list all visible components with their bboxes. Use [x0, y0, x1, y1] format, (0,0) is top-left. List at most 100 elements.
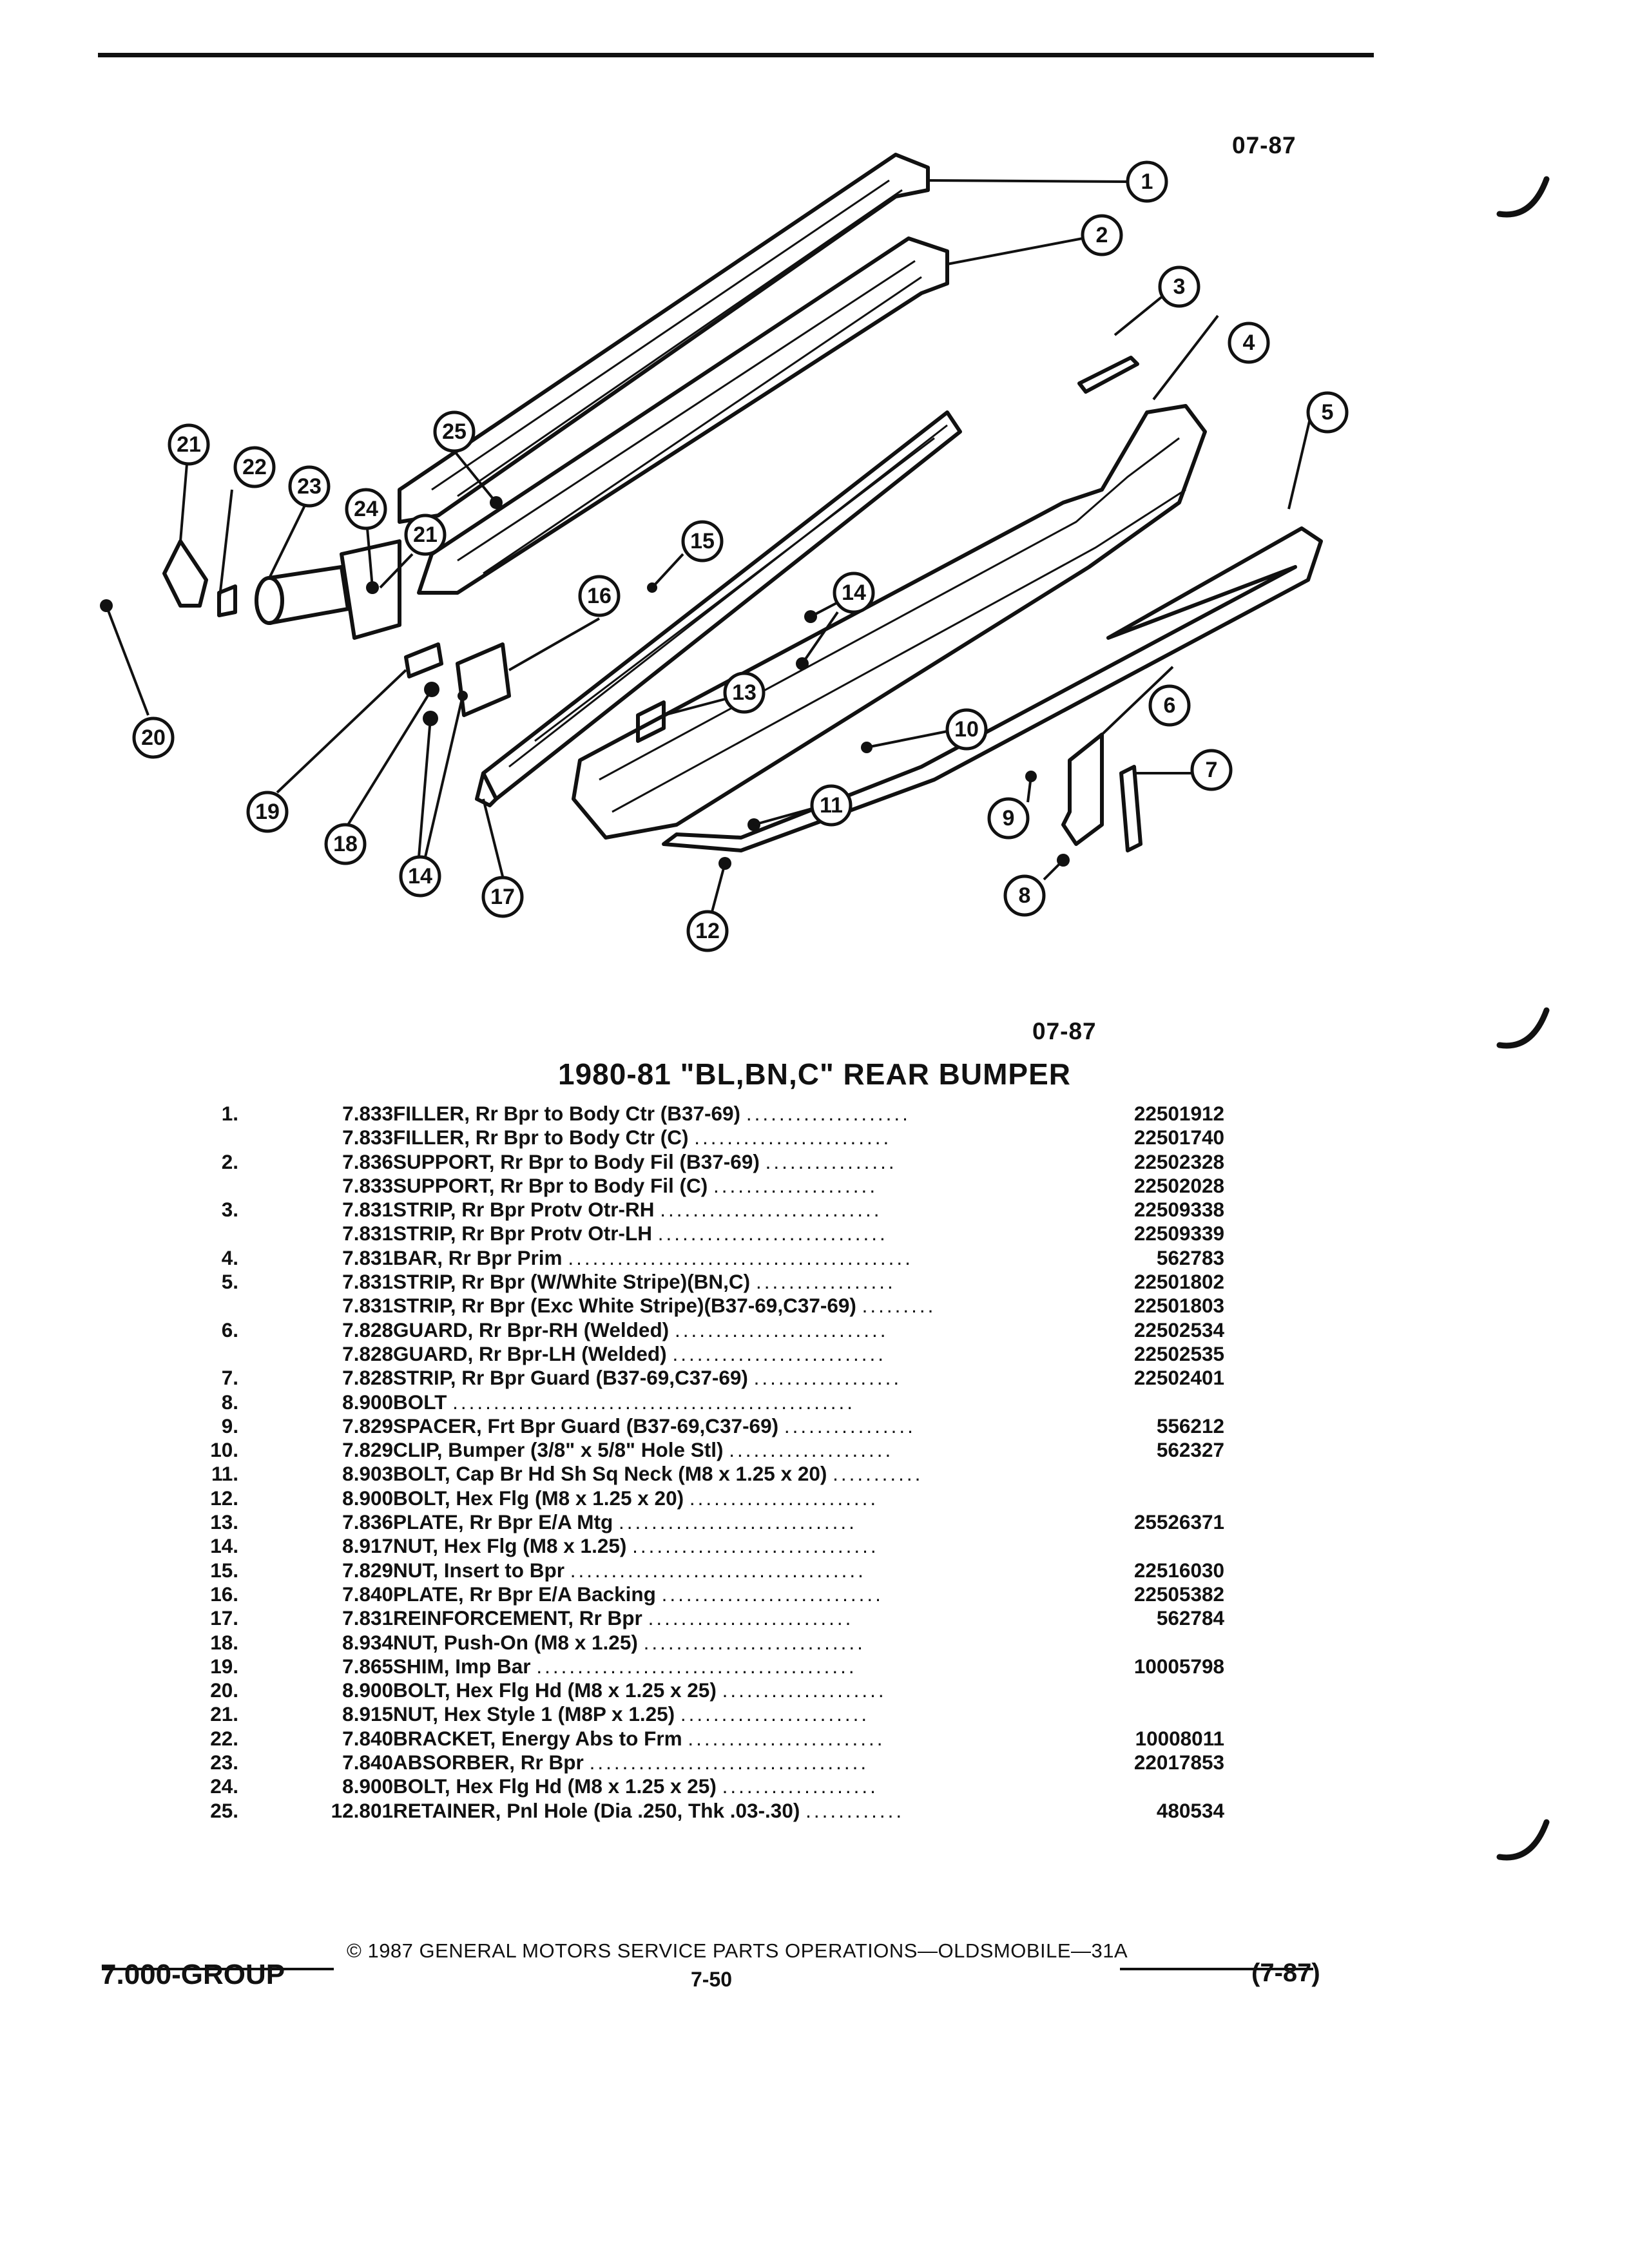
callout-10: 10 — [945, 708, 988, 751]
group-number: 8.934 — [342, 1630, 393, 1654]
part-name: STRIP, — [393, 1294, 456, 1318]
svg-text:6: 6 — [1164, 693, 1176, 718]
callout-14b: 14 — [399, 855, 441, 898]
part-number — [1095, 1462, 1224, 1486]
group-number: 12.801 — [331, 1798, 393, 1822]
callout-2: 2 — [1081, 214, 1123, 256]
item-number: 7. — [221, 1366, 238, 1390]
part-name: BRACKET, — [393, 1726, 496, 1750]
item-number: 1. — [221, 1102, 238, 1125]
group-number: 7.831 — [342, 1245, 393, 1269]
group-number: 7.840 — [342, 1726, 393, 1750]
part-number: 22501802 — [1133, 1270, 1224, 1294]
item-number: 8. — [221, 1390, 238, 1414]
group-number: 7.836 — [342, 1510, 393, 1534]
part-number: 10005798 — [1133, 1654, 1224, 1678]
group-number: 7.836 — [342, 1149, 393, 1173]
callout-19: 19 — [246, 791, 289, 833]
mtg-plate-part — [636, 700, 666, 743]
part-description: REINFORCEMENT, Rr Bpr ..................… — [393, 1606, 1095, 1630]
leader-dots: .......................... — [674, 1318, 889, 1341]
callout-11: 11 — [810, 784, 853, 827]
group-number: 7.833 — [342, 1173, 393, 1197]
group-number: 7.833 — [342, 1102, 393, 1125]
leader-dots: ............ — [805, 1798, 905, 1822]
svg-text:12: 12 — [695, 919, 720, 943]
group-number: 7.829 — [342, 1414, 393, 1437]
callout-13: 13 — [723, 671, 766, 714]
part-name: BAR, — [393, 1245, 443, 1269]
part-description: RETAINER, Pnl Hole (Dia .250, Thk .03-.3… — [393, 1799, 1095, 1823]
leader-dots: .............................. — [632, 1534, 879, 1558]
part-number: 480534 — [1156, 1798, 1224, 1822]
svg-text:13: 13 — [732, 680, 757, 705]
part-number: 562327 — [1156, 1438, 1224, 1462]
part-detail: Rr Bpr Protv Otr-LH — [461, 1222, 652, 1245]
svg-text:16: 16 — [587, 584, 612, 608]
part-number — [1095, 1534, 1224, 1558]
part-number — [1095, 1486, 1224, 1510]
part-name: SPACER, — [393, 1414, 482, 1437]
part-number — [1095, 1390, 1224, 1414]
leader-dots: .................................... — [570, 1558, 866, 1582]
part-number: 22502534 — [1133, 1318, 1224, 1341]
leader-dots: ................. — [755, 1270, 896, 1294]
group-number: 7.831 — [342, 1270, 393, 1294]
leader-dots: ........................ — [688, 1726, 885, 1750]
leader-dots: ........................... — [643, 1630, 865, 1654]
leader-dots: .................... — [713, 1173, 878, 1197]
group-number: 8.900 — [342, 1390, 393, 1414]
group-number: 7.865 — [342, 1654, 393, 1678]
part-name: SUPPORT, — [393, 1173, 495, 1197]
item-number — [155, 1342, 238, 1366]
callout-3: 3 — [1158, 265, 1200, 308]
part-description: CLIP, Bumper (3/8" x 5/8" Hole Stl) ....… — [393, 1438, 1095, 1462]
item-number — [155, 1126, 238, 1149]
part-number: 22502401 — [1133, 1366, 1224, 1390]
item-number: 16. — [210, 1582, 238, 1606]
item-number: 14. — [210, 1534, 238, 1558]
callout-7: 7 — [1190, 749, 1233, 791]
item-number: 10. — [210, 1438, 238, 1462]
svg-text:4: 4 — [1243, 331, 1255, 355]
part-detail: Pnl Hole (Dia .250, Thk .03-.30) — [506, 1798, 800, 1822]
part-name: STRIP, — [393, 1222, 456, 1245]
part-number — [1095, 1774, 1224, 1798]
part-detail: Rr Bpr Prim — [448, 1245, 563, 1269]
svg-text:15: 15 — [690, 529, 715, 553]
callout-9: 9 — [987, 797, 1030, 840]
footer-group-label: 7.000-GROUP — [101, 1959, 285, 1990]
group-number: 7.831 — [342, 1606, 393, 1630]
part-number: 22501912 — [1133, 1102, 1224, 1125]
part-detail: Hex Flg Hd (M8 x 1.25 x 25) — [456, 1678, 717, 1702]
part-number: 22505382 — [1133, 1582, 1224, 1606]
svg-text:2: 2 — [1096, 223, 1108, 247]
part-name: FILLER, — [393, 1102, 470, 1125]
leader-dots: .................................. — [589, 1751, 869, 1774]
part-detail: Rr Bpr E/A Backing — [469, 1582, 656, 1606]
leader-dots: ....................... — [680, 1702, 870, 1726]
part-detail: Hex Flg (M8 x 1.25 x 20) — [456, 1486, 684, 1510]
part-name: BOLT — [393, 1390, 447, 1414]
item-number: 17. — [210, 1606, 238, 1630]
svg-text:1: 1 — [1141, 169, 1153, 194]
part-name: NUT, — [393, 1558, 438, 1582]
leader-dots: ........... — [833, 1462, 923, 1486]
part-name: PLATE, — [393, 1510, 464, 1534]
part-detail: Rr Bpr-LH (Welded) — [479, 1341, 667, 1365]
part-detail: Rr Bpr to Body Ctr (C) — [475, 1126, 689, 1149]
svg-text:24: 24 — [354, 497, 378, 521]
svg-text:8: 8 — [1019, 883, 1031, 908]
item-number: 20. — [210, 1678, 238, 1702]
